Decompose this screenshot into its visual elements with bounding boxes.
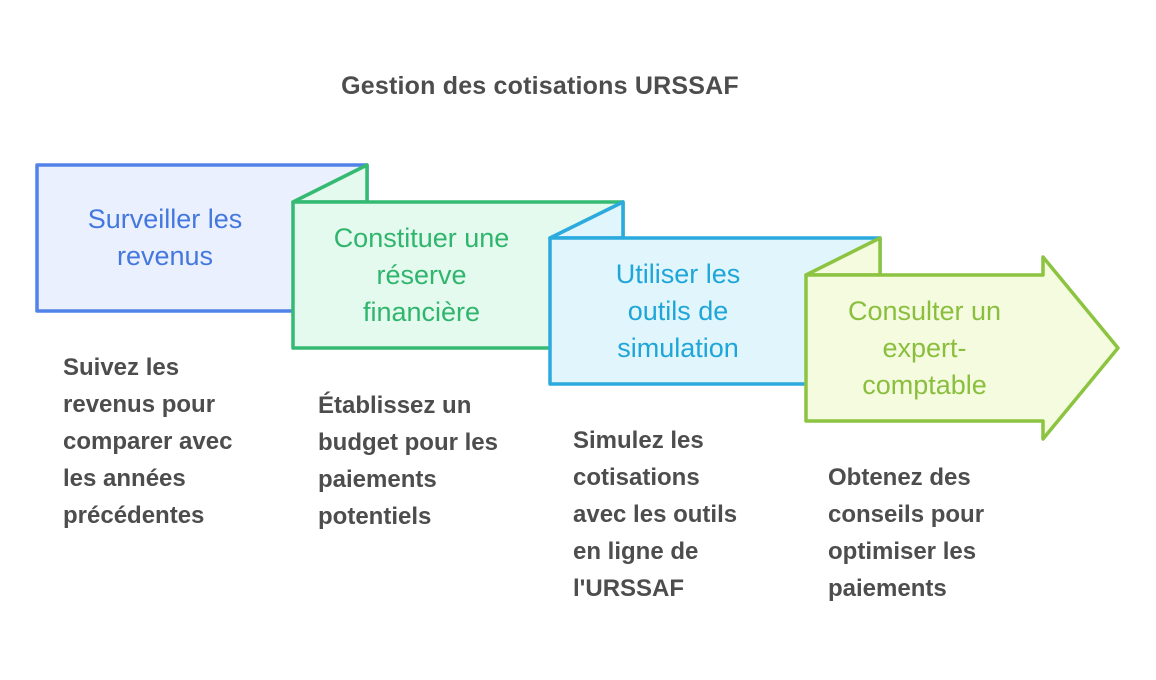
step-1-label: Surveiller les revenus bbox=[87, 204, 243, 271]
step-2-label: Constituer une réserve financière bbox=[333, 222, 510, 327]
step-4-label: Consulter un expert- comptable bbox=[847, 295, 1002, 400]
diagram-title: Gestion des cotisations URSSAF bbox=[341, 72, 739, 100]
step-3-description: Simulez les cotisations avec les outils … bbox=[573, 427, 738, 602]
step-2-description: Établissez un budget pour les paiements … bbox=[318, 392, 498, 530]
step-1-description: Suivez les revenus pour comparer avec le… bbox=[63, 354, 233, 529]
step-4-description: Obtenez des conseils pour optimiser les … bbox=[828, 464, 985, 602]
step-4-arrow-shape bbox=[804, 255, 1120, 441]
step-3-label: Utiliser les outils de simulation bbox=[615, 258, 741, 363]
